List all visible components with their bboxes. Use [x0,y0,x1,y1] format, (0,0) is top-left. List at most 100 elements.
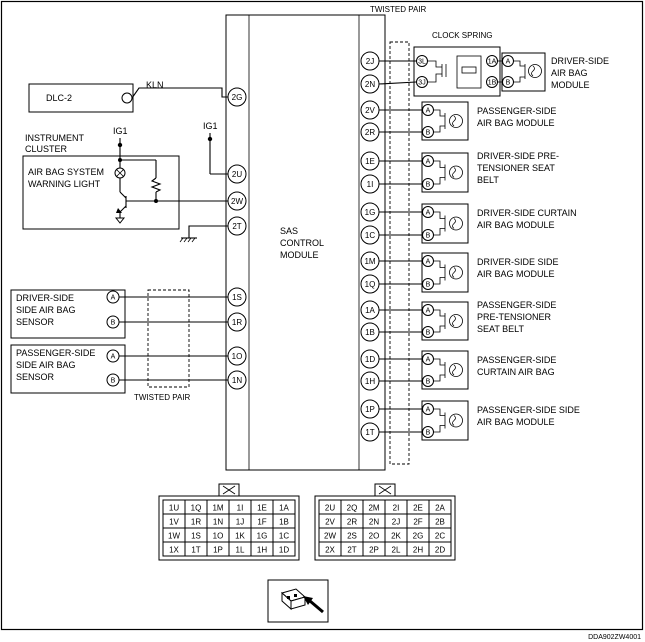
pin [227,370,247,390]
sensor-label: SENSOR [16,317,55,327]
pin [227,312,247,332]
pin-label: 1A [365,306,375,315]
pin-label: 2J [366,57,374,66]
device-label: SEAT BELT [477,324,525,334]
terminal-label: A [426,407,431,414]
pin-label: 2W [231,197,243,206]
cavity-label: 2E [413,504,423,513]
cavity-label: 2H [413,546,423,555]
sensor-twisted-pair-marker [147,289,190,388]
cavity-label: 1C [279,532,289,541]
kln-label: KLN [146,80,164,90]
cluster-ground-icon [114,217,126,224]
cavity-label: 2V [325,518,335,527]
pin-label: 1Q [365,280,376,289]
pin-label: 1T [365,428,374,437]
cavity-label: 2I [393,504,400,513]
terminal-label: B [426,430,431,437]
pin-label: 1I [367,180,374,189]
terminal-label: B [426,233,431,240]
terminal-label: A [426,159,431,166]
instrument-cluster: INSTRUMENT CLUSTER IG1 AIR BAG SYSTEM WA… [22,126,200,230]
pin-label: 1S [232,293,242,302]
terminal-label: 1A [488,59,497,66]
cavity-label: 2G [413,532,424,541]
cluster-label-2: CLUSTER [25,144,68,154]
left-pins: 2G 2U 2W 2T [227,87,247,236]
cavity-label: 2D [435,546,445,555]
device-label: AIR BAG MODULE [477,269,555,279]
cavity-label: 2P [369,546,379,555]
clock-spring-label: CLOCK SPRING [432,31,492,40]
terminal-label: B [426,330,431,337]
device-twisted-pair-marker [389,41,410,465]
pin-label: 1R [232,318,242,327]
module-label-2: CONTROL [280,238,324,248]
terminal-label: A [426,308,431,315]
terminal-label: 3L [418,59,426,66]
cavity-label: 1I [237,504,244,513]
dlc-label: DLC-2 [46,93,72,103]
warning-light-label-1: AIR BAG SYSTEM [28,167,104,177]
resistor-icon [150,177,162,193]
device-label: PASSENGER-SIDE [477,106,556,116]
cavity-label: 1N [213,518,223,527]
cavity-label: 1R [191,518,201,527]
module-label-3: MODULE [280,250,319,260]
cavity-label: 2K [391,532,401,541]
terminal-label: 3J [418,80,425,87]
pin-label: 1M [364,257,375,266]
warning-light-label-2: WARNING LIGHT [28,179,101,189]
clock-spring: CLOCK SPRING 3L 3J 1A 1B [413,31,502,97]
device-label: AIR BAG [551,68,588,78]
pin-label: 2U [232,170,242,179]
cluster-label-1: INSTRUMENT [25,133,84,143]
sensor-label: DRIVER-SIDE [16,293,74,303]
cavity-label: 1L [236,546,245,555]
ig1-module-feed: IG1 [203,121,228,175]
pin-label: 1O [232,352,243,361]
terminal-label: A [426,210,431,217]
sas-control-module: SAS CONTROL MODULE [225,14,386,471]
twisted-pair-label-top: TWISTED PAIR [370,5,427,14]
sensor-label: SIDE AIR BAG [16,305,76,315]
cavity-label: 2B [435,518,445,527]
connector-cavity [272,541,296,557]
pin-label: 2G [232,93,243,102]
cavity-label: 2F [413,518,422,527]
terminal-label: B [506,80,511,87]
cavity-label: 1P [213,546,223,555]
pin-label: 1B [365,328,375,337]
transistor-icon [116,191,127,218]
pin [227,287,247,307]
device-label: PASSENGER-SIDE [477,355,556,365]
cavity-label: 2W [324,532,336,541]
device-label: AIR BAG MODULE [477,220,555,230]
cavity-label: 2S [347,532,357,541]
device-label: CURTAIN AIR BAG [477,367,555,377]
sensor-label: PASSENGER-SIDE [16,348,95,358]
ig1-module-label: IG1 [203,121,218,131]
sensor-terminal-label: B [111,320,116,327]
terminal-label: B [426,282,431,289]
device-label: TENSIONER SEAT [477,163,555,173]
terminal-label: B [426,182,431,189]
cavity-label: 2R [347,518,357,527]
cavity-label: 1S [191,532,201,541]
cavity-label: 2T [347,546,356,555]
pin-label: 2N [365,80,375,89]
cavity-label: 2U [325,504,335,513]
